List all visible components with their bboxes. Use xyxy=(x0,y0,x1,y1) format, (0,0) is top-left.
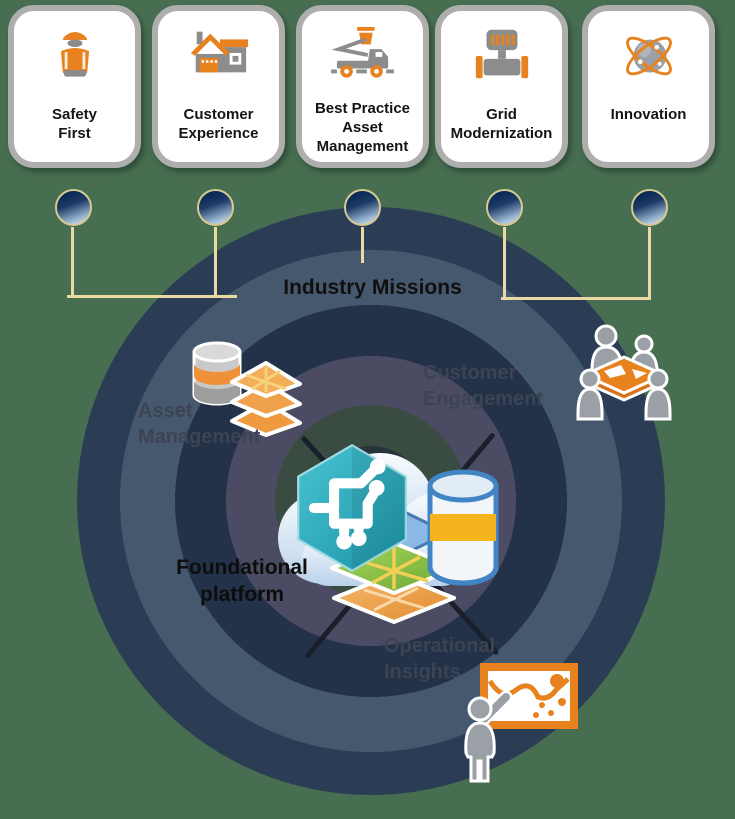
card-label: Innovation xyxy=(610,106,687,123)
card-label: Best Practice Asset Management xyxy=(314,100,411,156)
utility-network-hexagon-icon xyxy=(293,443,411,578)
mission-sphere xyxy=(55,189,92,226)
safety-worker-icon xyxy=(14,25,135,85)
card-grid-modernization: Grid Modernization xyxy=(435,5,568,168)
connector-line xyxy=(361,227,364,263)
connector-line xyxy=(648,227,651,299)
customer-engagement-label: Customer Engagement xyxy=(423,362,544,411)
card-best-practice-asset-management: Best Practice Asset Management xyxy=(296,5,429,168)
house-icon xyxy=(158,25,279,79)
asset-management-label: Asset Management xyxy=(138,400,261,449)
card-innovation: Innovation xyxy=(582,5,715,168)
map-layers-icon xyxy=(330,572,458,629)
gas-meter-icon xyxy=(441,25,562,83)
card-label: Grid Modernization xyxy=(450,106,553,143)
card-label: Safety First xyxy=(51,106,98,143)
operational-insights-label: Operational Insights xyxy=(384,635,496,684)
connector-line xyxy=(503,227,506,299)
mission-sphere xyxy=(197,189,234,226)
connector-line xyxy=(67,295,237,298)
presentation-chart-icon xyxy=(454,657,582,790)
connector-line xyxy=(214,227,217,297)
connector-line xyxy=(501,297,651,300)
bucket-truck-icon xyxy=(302,25,423,83)
card-safety-first: Safety First xyxy=(8,5,141,168)
mission-sphere xyxy=(344,189,381,226)
people-meeting-icon xyxy=(576,323,672,428)
mission-sphere xyxy=(486,189,523,226)
card-customer-experience: Customer Experience xyxy=(152,5,285,168)
connector-line xyxy=(71,227,74,297)
database-icon xyxy=(424,468,502,595)
mission-sphere xyxy=(631,189,668,226)
foundational-platform-label: Foundational platform xyxy=(176,556,308,607)
card-label: Customer Experience xyxy=(178,106,259,143)
industry-missions-label: Industry Missions xyxy=(283,276,462,299)
database-layers-icon xyxy=(190,337,305,442)
atom-icon xyxy=(588,25,709,87)
